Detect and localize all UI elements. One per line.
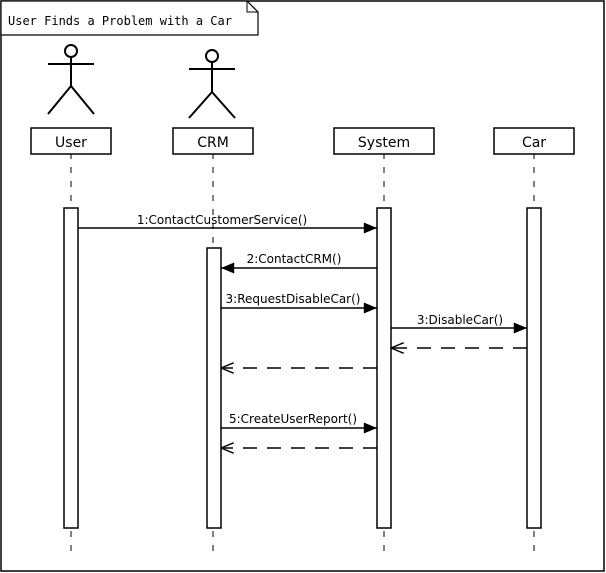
frame-title: User Finds a Problem with a Car [8,14,232,28]
participant-label-user: User [55,135,87,151]
actor-head-icon [205,49,219,63]
participant-label-car: Car [522,135,546,151]
actor-figure-user [47,44,95,115]
message-7: 5:CreateUserReport() [221,412,377,434]
actor-head-icon [64,44,78,58]
message-1: 1:ContactCustomerService() [78,213,377,234]
activation-bar-car [526,207,542,529]
participant-label-crm: CRM [197,135,229,151]
message-2: 2:ContactCRM() [221,252,377,274]
message-label: 5:CreateUserReport() [229,412,357,426]
message-label: 3:RequestDisableCar() [226,292,361,306]
message-label: 1:ContactCustomerService() [137,213,307,227]
participant-car: Car [493,127,575,155]
activation-bar-user [63,207,79,529]
activation-bar-crm [206,247,222,529]
message-label: 3:DisableCar() [417,313,503,327]
message-3: 3:RequestDisableCar() [221,292,377,314]
frame-title-note: User Finds a Problem with a Car [0,0,259,36]
participant-user: User [30,127,112,155]
message-4: 3:DisableCar() [391,313,527,334]
participant-crm: CRM [172,127,254,155]
message-label: 2:ContactCRM() [247,252,342,266]
participant-system: System [333,127,435,155]
activation-bar-system [376,207,392,529]
actor-figure-crm [188,49,236,119]
participant-label-system: System [358,135,410,151]
